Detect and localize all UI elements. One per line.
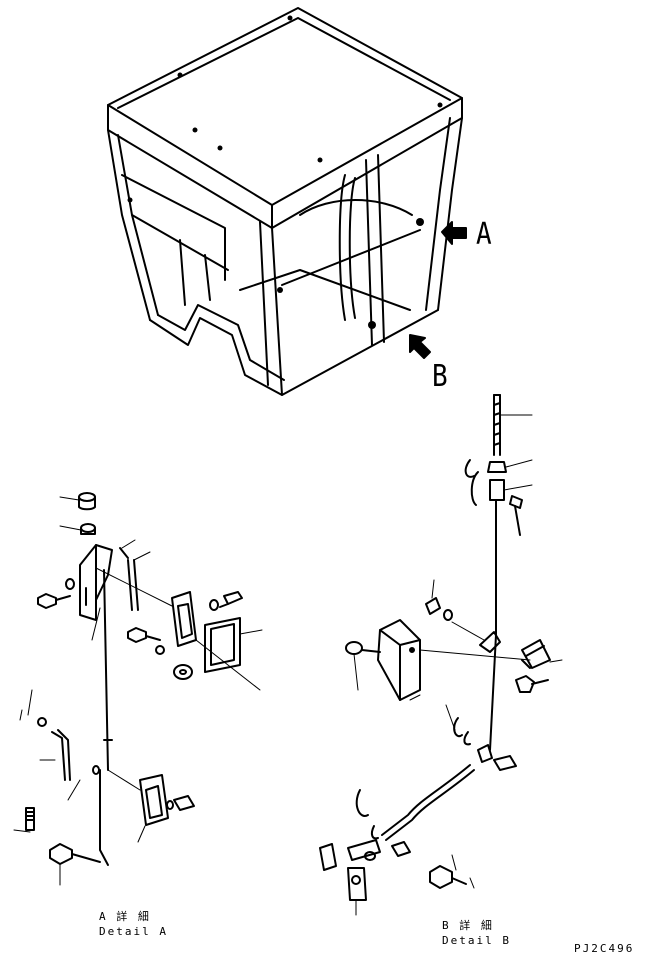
detail-a-title-jp: A 詳 細	[99, 910, 151, 923]
detail-b-title-jp: B 詳 細	[442, 919, 494, 932]
detail-b-assembly	[319, 394, 563, 916]
callout-label-b: B	[432, 359, 448, 395]
detail-b-title-en: Detail B	[442, 934, 511, 947]
arrow-b	[409, 334, 431, 359]
cab-assembly	[107, 7, 463, 396]
callout-label-a: A	[476, 217, 492, 253]
drawing-code: PJ2C496	[574, 942, 635, 955]
detail-a-assembly	[13, 492, 263, 886]
roof-bolts	[127, 15, 443, 329]
arrow-a	[441, 221, 467, 245]
detail-a-title-en: Detail A	[99, 925, 168, 938]
